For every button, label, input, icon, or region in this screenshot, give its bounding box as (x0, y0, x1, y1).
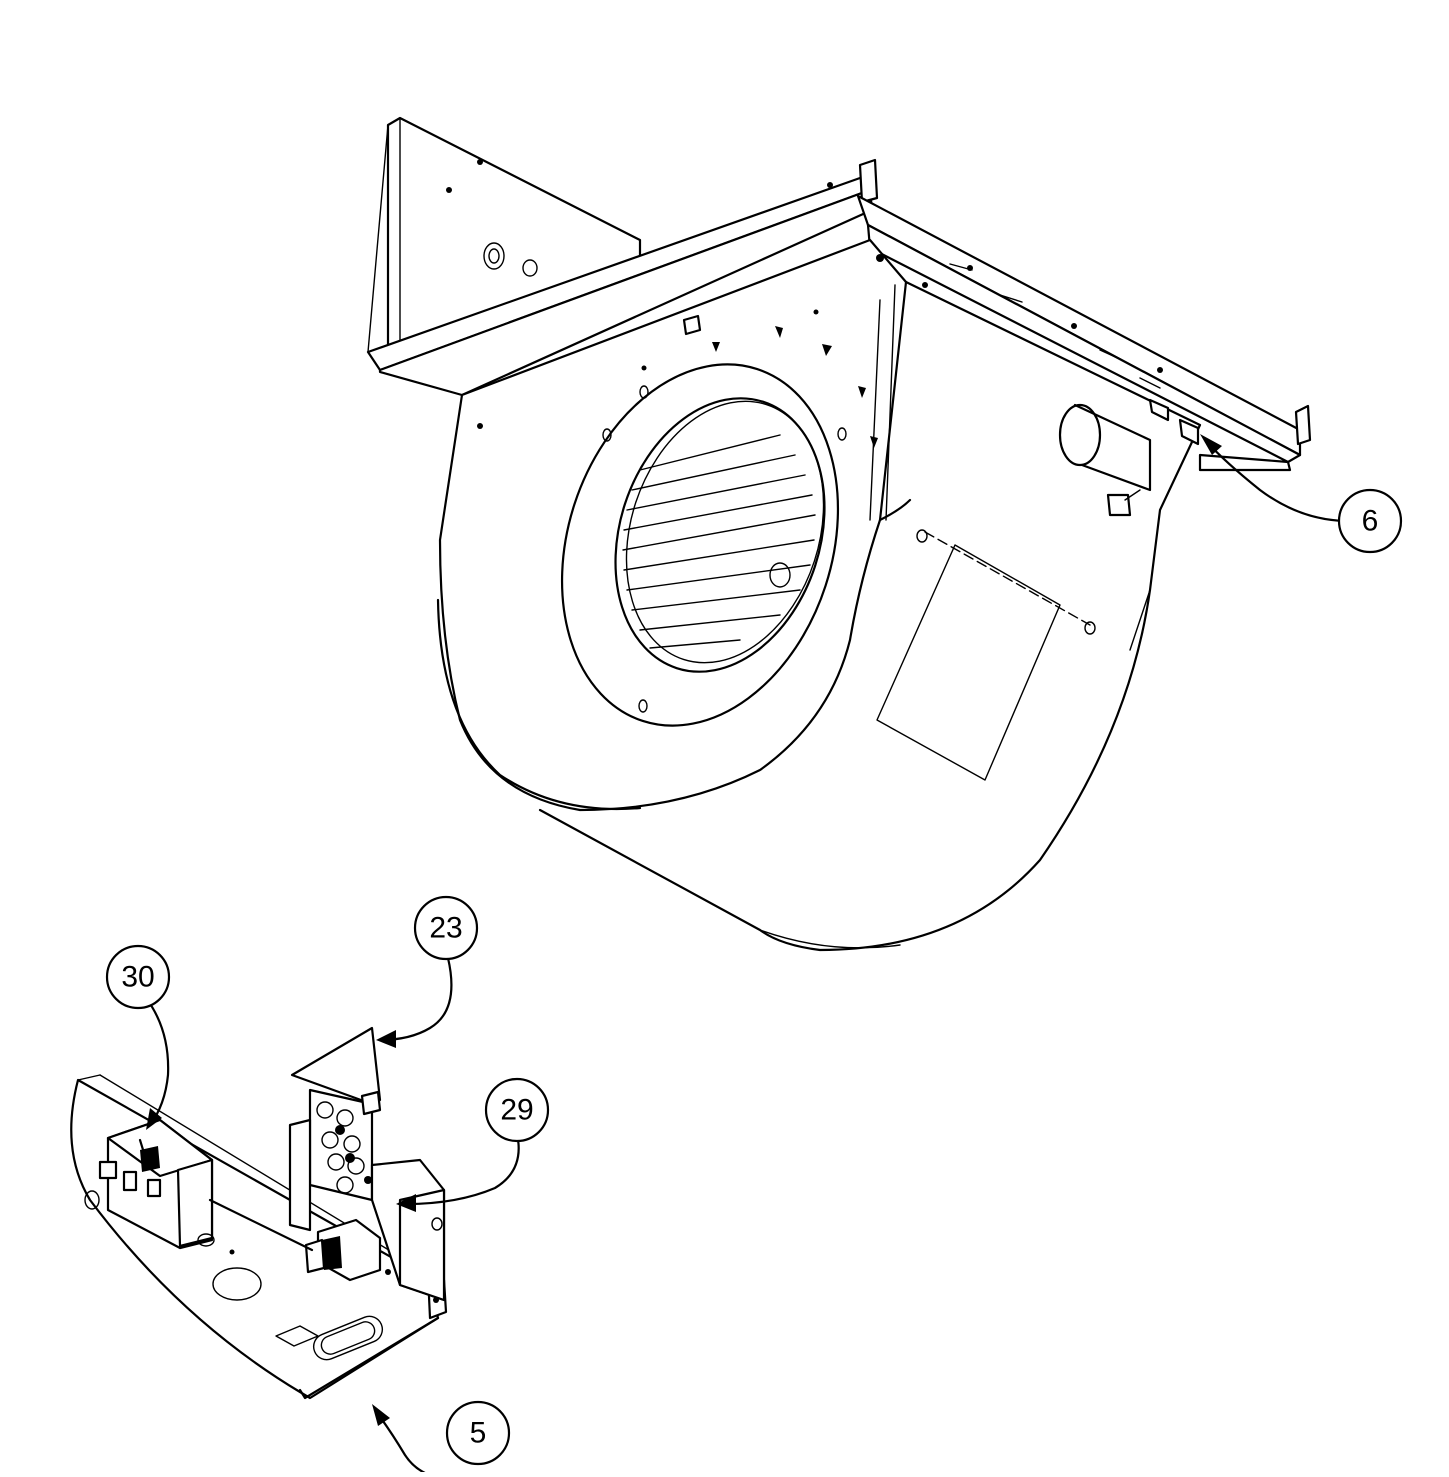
callout-23: 23 (413, 895, 479, 961)
control-box-assembly (70, 1026, 448, 1400)
blower-wheel (622, 434, 816, 649)
mounting-box (366, 116, 879, 397)
blower-housing (436, 238, 1292, 952)
callout-29-label: 29 (500, 1094, 533, 1127)
callout-29: 29 (484, 1077, 550, 1143)
transformer (98, 1118, 235, 1255)
callout-29-circle (484, 1077, 550, 1143)
control-board (288, 1026, 382, 1232)
callout-5: 5 (445, 1400, 511, 1466)
relay-bracket (208, 1158, 446, 1302)
callout-6: 6 (1337, 488, 1403, 554)
callout-6-circle (1337, 488, 1403, 554)
callout-23-label: 23 (429, 912, 462, 945)
callout-5-circle (445, 1400, 511, 1466)
callout-6-label: 6 (1362, 505, 1379, 538)
callout-30-label: 30 (121, 961, 154, 994)
capacitor (1058, 403, 1152, 517)
callout-23-circle (413, 895, 479, 961)
callout-leaders (144, 434, 1348, 1477)
callout-5-label: 5 (470, 1417, 487, 1450)
callout-30: 30 (105, 944, 171, 1010)
callout-30-circle (105, 944, 171, 1010)
blower-assembly (366, 116, 1312, 952)
